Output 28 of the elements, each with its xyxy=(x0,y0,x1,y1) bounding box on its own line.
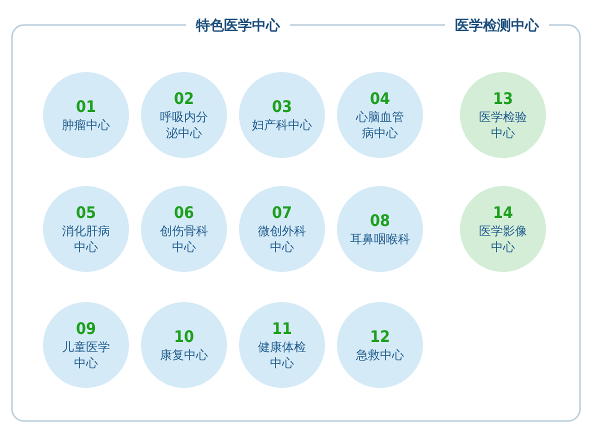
department-name: 妇产科中心 xyxy=(251,117,313,133)
number-label: 10 xyxy=(174,327,194,347)
number-label: 11 xyxy=(272,319,292,339)
department-name: 呼吸内分泌中心 xyxy=(159,109,209,141)
number-label: 12 xyxy=(370,327,390,347)
number-label: 02 xyxy=(174,89,194,109)
department-name: 急救中心 xyxy=(355,347,405,363)
number-label: 01 xyxy=(76,97,96,117)
number-label: 13 xyxy=(492,89,514,109)
department-name: 创伤骨科中心 xyxy=(159,223,209,255)
department-name: 康复中心 xyxy=(159,347,209,363)
number-label: 08 xyxy=(370,211,390,231)
department-name: 健康体检中心 xyxy=(257,339,307,371)
number-label: 03 xyxy=(272,97,292,117)
department-name: 医学检验中心 xyxy=(478,109,528,141)
department-name: 消化肝病中心 xyxy=(61,223,111,255)
number-label: 14 xyxy=(492,203,514,223)
department-name: 微创外科中心 xyxy=(257,223,307,255)
number-label: 06 xyxy=(174,203,194,223)
department-name: 医学影像中心 xyxy=(478,223,528,255)
number-label: 04 xyxy=(370,89,390,109)
number-label: 05 xyxy=(76,203,96,223)
department-name: 耳鼻咽喉科 xyxy=(349,231,411,247)
department-name: 肿瘤中心 xyxy=(61,117,111,133)
number-label: 07 xyxy=(272,203,292,223)
number-label: 09 xyxy=(76,319,96,339)
department-name: 儿童医学中心 xyxy=(61,339,111,371)
department-name: 心脑血管病中心 xyxy=(355,109,405,141)
